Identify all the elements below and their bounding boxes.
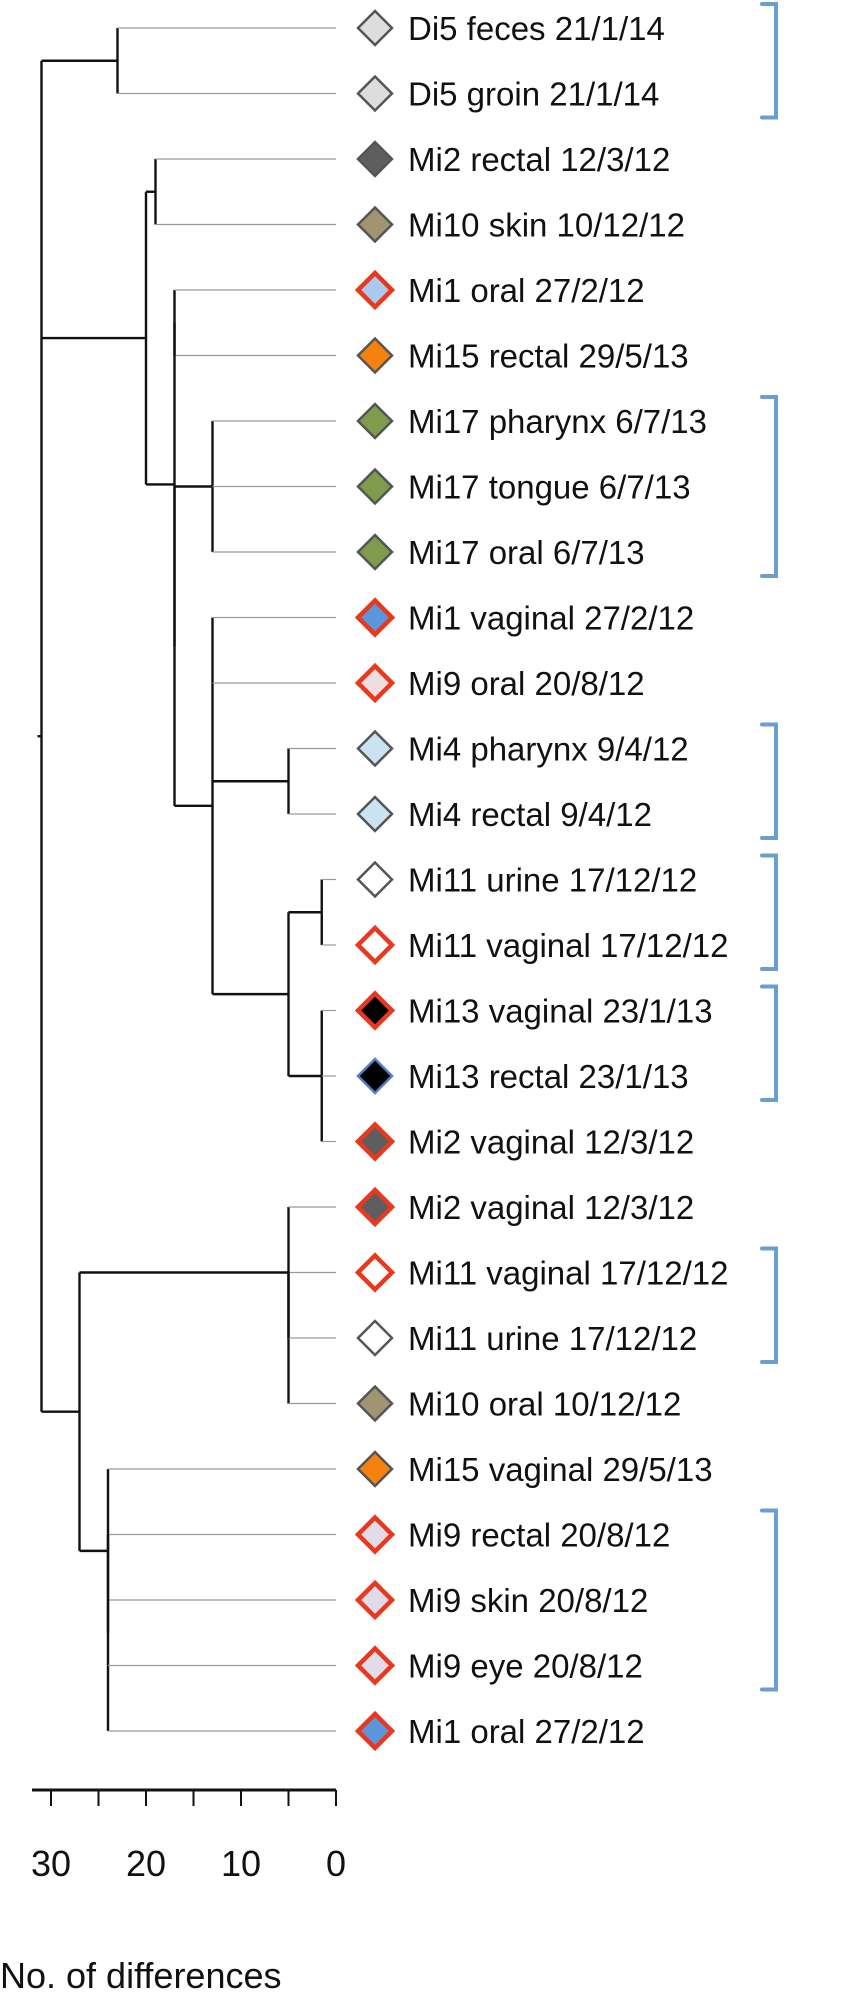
leaf-label: Mi9 eye 20/8/12 — [408, 1648, 643, 1685]
diamond-icon — [356, 467, 394, 506]
diamond-icon — [356, 1057, 394, 1095]
diamond-icon — [356, 533, 394, 571]
leaf-label: Mi9 oral 20/8/12 — [408, 665, 645, 702]
leaf-item: Mi13 rectal 23/1/13 — [356, 1057, 689, 1095]
diamond-icon — [354, 1121, 396, 1162]
diamond-icon — [354, 990, 396, 1031]
leaf-item: Mi1 oral 27/2/12 — [354, 269, 645, 311]
leaf-item: Mi4 pharynx 9/4/12 — [356, 729, 689, 768]
leaf-item: Mi17 oral 6/7/13 — [356, 533, 645, 571]
leaf-label: Mi4 rectal 9/4/12 — [408, 796, 652, 833]
diamond-icon — [356, 402, 394, 440]
leaf-item: Mi10 skin 10/12/12 — [356, 205, 685, 244]
diamond-icon — [354, 1252, 396, 1293]
leaf-label: Mi11 urine 17/12/12 — [408, 1320, 697, 1357]
leaf-label: Mi9 rectal 20/8/12 — [408, 1517, 670, 1554]
diamond-icon — [354, 1186, 396, 1228]
leaf-item: Mi11 vaginal 17/12/12 — [354, 924, 728, 966]
leaf-item: Mi2 vaginal 12/3/12 — [354, 1186, 694, 1228]
group-bracket — [760, 853, 778, 971]
leaf-label: Mi15 rectal 29/5/13 — [408, 338, 689, 375]
axis-tick-label: 20 — [126, 1843, 166, 1884]
leaf-label: Mi10 skin 10/12/12 — [408, 207, 685, 244]
group-bracket — [760, 395, 778, 578]
diamond-icon — [354, 1514, 396, 1555]
group-bracket — [760, 1246, 778, 1364]
leaf-item: Mi10 oral 10/12/12 — [356, 1384, 681, 1423]
leaf-label: Mi13 rectal 23/1/13 — [408, 1058, 689, 1095]
axis-title: No. of differences — [0, 1955, 282, 1996]
leaf-label: Mi15 vaginal 29/5/13 — [408, 1451, 713, 1488]
leaf-item: Mi13 vaginal 23/1/13 — [354, 990, 713, 1031]
leaf-item: Mi15 rectal 29/5/13 — [356, 336, 689, 375]
leaf-item: Mi11 urine 17/12/12 — [356, 860, 697, 899]
leaf-label: Mi17 oral 6/7/13 — [408, 534, 645, 571]
diamond-icon — [356, 205, 394, 244]
diamond-icon — [356, 1384, 394, 1423]
leaf-label: Mi11 urine 17/12/12 — [408, 862, 697, 899]
leaf-item: Mi2 vaginal 12/3/12 — [354, 1121, 694, 1162]
diamond-icon — [354, 269, 396, 311]
diamond-icon — [354, 1579, 396, 1621]
group-bracket — [760, 722, 778, 840]
diamond-icon — [354, 597, 396, 638]
diamond-icon — [356, 336, 394, 375]
leaf-item: Mi17 pharynx 6/7/13 — [356, 402, 707, 440]
diamond-icon — [356, 74, 394, 113]
diamond-icon — [354, 924, 396, 966]
leaf-item: Mi9 oral 20/8/12 — [354, 662, 645, 704]
distance-scale-axis: 30 20 10 0 — [31, 1788, 346, 1884]
leaf-label: Di5 feces 21/1/14 — [408, 10, 665, 47]
diamond-icon — [356, 1450, 394, 1488]
leaf-label: Mi10 oral 10/12/12 — [408, 1386, 681, 1423]
group-bracket — [760, 984, 778, 1102]
leaf-item: Mi1 oral 27/2/12 — [354, 1710, 645, 1752]
diamond-icon — [354, 662, 396, 704]
leaf-item: Mi11 urine 17/12/12 — [356, 1319, 697, 1357]
leaf-label: Mi11 vaginal 17/12/12 — [408, 1255, 728, 1292]
diamond-icon — [356, 9, 394, 47]
leaf-item: Mi2 rectal 12/3/12 — [356, 140, 670, 178]
leaf-item: Mi1 vaginal 27/2/12 — [354, 597, 694, 638]
group-bracket — [760, 1508, 778, 1692]
leaf-item: Mi11 vaginal 17/12/12 — [354, 1252, 728, 1293]
leaf-label: Mi1 oral 27/2/12 — [408, 272, 645, 309]
leaf-item: Mi9 skin 20/8/12 — [354, 1579, 648, 1621]
diamond-icon — [356, 860, 394, 899]
leaf-label: Mi13 vaginal 23/1/13 — [408, 993, 713, 1030]
leaf-item: Mi17 tongue 6/7/13 — [356, 467, 691, 506]
leaf-label: Mi17 pharynx 6/7/13 — [408, 403, 707, 440]
axis-tick-label: 10 — [221, 1843, 261, 1884]
diamond-icon — [356, 729, 394, 768]
leaf-item: Di5 feces 21/1/14 — [356, 9, 665, 47]
axis-tick-label: 0 — [326, 1843, 346, 1884]
axis-tick-label: 30 — [31, 1843, 71, 1884]
leaf-item: Mi4 rectal 9/4/12 — [356, 795, 652, 833]
diamond-icon — [356, 140, 394, 178]
diamond-icon — [354, 1645, 396, 1686]
leaf-label: Mi4 pharynx 9/4/12 — [408, 731, 689, 768]
leaf-item: Mi15 vaginal 29/5/13 — [356, 1450, 713, 1488]
leaf-label: Mi1 vaginal 27/2/12 — [408, 600, 694, 637]
leaf-label: Mi2 vaginal 12/3/12 — [408, 1124, 694, 1161]
leaf-label: Mi17 tongue 6/7/13 — [408, 469, 691, 506]
leaf-item: Di5 groin 21/1/14 — [356, 74, 659, 113]
leaf-label: Mi2 rectal 12/3/12 — [408, 141, 670, 178]
tree-branches — [37, 27, 336, 1732]
leaf-label: Mi11 vaginal 17/12/12 — [408, 927, 728, 964]
group-bracket — [760, 2, 778, 120]
leaf-label: Mi1 oral 27/2/12 — [408, 1713, 645, 1750]
leaf-label: Mi2 vaginal 12/3/12 — [408, 1189, 694, 1226]
leaf-label: Di5 groin 21/1/14 — [408, 76, 659, 113]
diamond-icon — [356, 795, 394, 833]
leaf-item: Mi9 eye 20/8/12 — [354, 1645, 643, 1686]
leaf-item: Mi9 rectal 20/8/12 — [354, 1514, 670, 1555]
diamond-icon — [356, 1319, 394, 1357]
leaf-label: Mi9 skin 20/8/12 — [408, 1582, 648, 1619]
diamond-icon — [354, 1710, 396, 1752]
group-brackets — [760, 2, 778, 1692]
